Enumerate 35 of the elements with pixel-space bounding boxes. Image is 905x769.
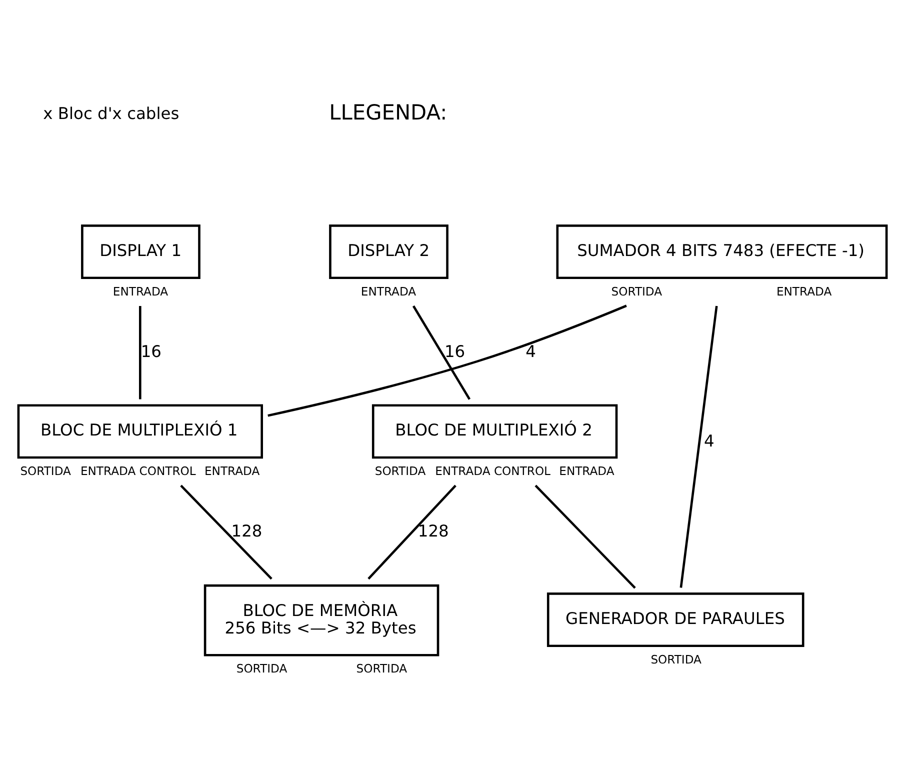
legend-label: x Bloc d'x cables (43, 104, 180, 123)
node-label: SORTIDA (20, 464, 71, 478)
node-label: ENTRADA (776, 284, 832, 298)
connector (139, 306, 142, 400)
connector (180, 484, 272, 580)
edge-label: 128 (231, 522, 262, 541)
connector (368, 484, 456, 580)
node-label: SORTIDA (374, 464, 426, 478)
node-label: ENTRADA (360, 284, 416, 298)
connector (412, 305, 471, 400)
node-box: DISPLAY 1 (81, 224, 200, 280)
node-box: GENERADOR DE PARAULES (546, 592, 804, 648)
connector (680, 306, 718, 588)
connector (268, 304, 627, 417)
node-label: ENTRADA CONTROL (80, 464, 196, 478)
connector (534, 484, 636, 589)
node-box: BLOC DE MEMÒRIA 256 Bits <—> 32 Bytes (204, 584, 440, 656)
node-label: SORTIDA (356, 662, 408, 676)
edge-label: 16 (444, 342, 466, 361)
edge-label: 4 (526, 342, 536, 361)
edge-label: 4 (704, 432, 714, 451)
edge-label: 128 (418, 522, 449, 541)
node-label: SORTIDA (611, 284, 662, 298)
node-box: SUMADOR 4 BITS 7483 (EFECTE -1) (556, 224, 888, 280)
label: LLEGENDA: (329, 100, 448, 125)
node-label: ENTRADA CONTROL (435, 464, 551, 478)
edge-label: 16 (140, 342, 162, 361)
node-label: ENTRADA (112, 284, 168, 298)
node-label: ENTRADA (559, 464, 614, 478)
node-box: BLOC DE MULTIPLEXIÓ 2 (372, 404, 618, 459)
node-label: ENTRADA (204, 464, 260, 478)
node-label: SORTIDA (236, 662, 288, 676)
node-label: SORTIDA (650, 652, 702, 666)
node-box: DISPLAY 2 (329, 224, 448, 280)
node-box: BLOC DE MULTIPLEXIÓ 1 (17, 404, 263, 459)
